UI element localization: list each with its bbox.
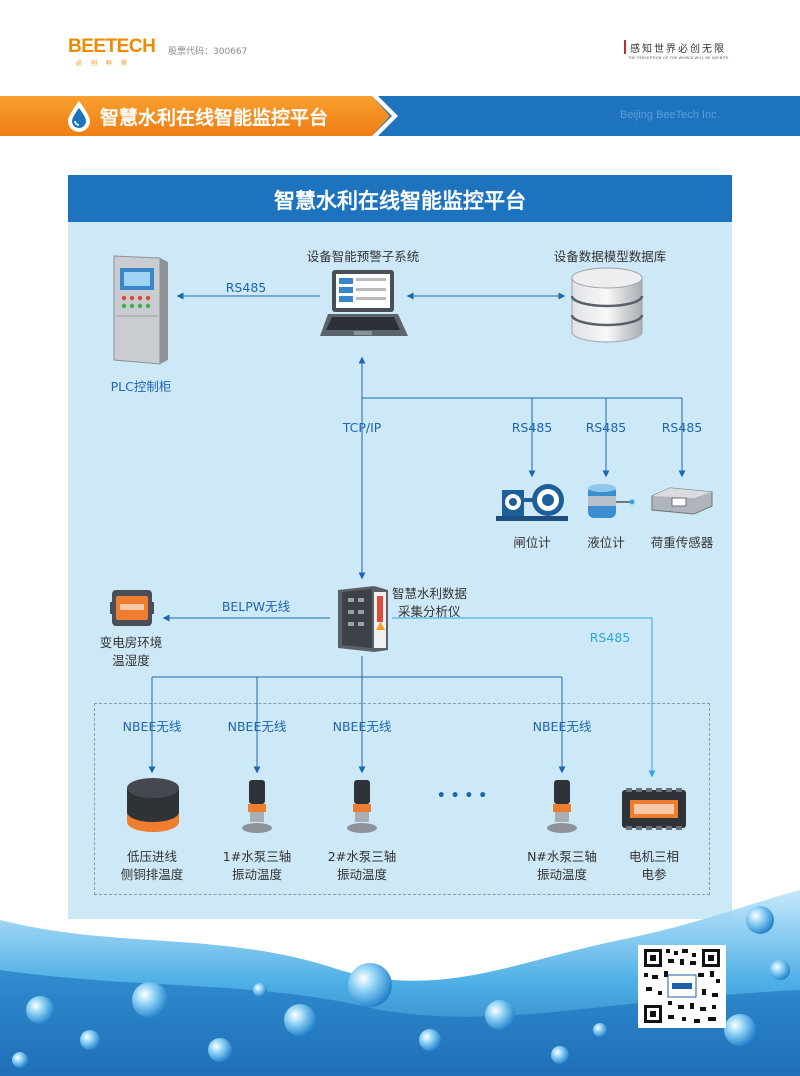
busbar-temperature-sensor-icon bbox=[127, 778, 179, 832]
tcpip-label: TCP/IP bbox=[342, 420, 382, 435]
motor-label-line1: 电机三相 bbox=[628, 849, 679, 864]
motor-label-line2: 电参 bbox=[641, 867, 667, 882]
analyzer-label-line2: 采集分析仪 bbox=[398, 604, 461, 619]
banner-orange-bar bbox=[0, 96, 390, 136]
substation-label-line2: 温湿度 bbox=[112, 653, 150, 668]
company-logo: BEETECH bbox=[68, 36, 156, 58]
water-splash-decoration bbox=[0, 890, 800, 1076]
plc-cabinet-icon bbox=[113, 255, 168, 365]
rs485-gate-label: RS485 bbox=[511, 420, 553, 435]
banner-title: 智慧水利在线智能监控平台 bbox=[100, 107, 329, 129]
logo-text: BEETECH bbox=[68, 36, 156, 57]
analyzer-label-line1: 智慧水利数据 bbox=[392, 586, 468, 601]
load-sensor-icon bbox=[651, 487, 713, 515]
rs485-motor-label: RS485 bbox=[589, 630, 631, 645]
rs485-plc-label: RS485 bbox=[225, 280, 267, 295]
banner-blue-bar bbox=[372, 96, 800, 136]
belpw-label: BELPW无线 bbox=[221, 599, 291, 614]
level-meter-icon bbox=[588, 484, 635, 518]
substation-label-line1: 变电房环境 bbox=[99, 635, 163, 650]
pump2-label-line1: 2#水泵三轴 bbox=[327, 849, 397, 864]
lv-label-line2: 侧铜排温度 bbox=[120, 867, 184, 882]
nbee-label-2: NBEE无线 bbox=[227, 719, 287, 734]
sensor-group-box bbox=[94, 703, 710, 895]
link-rs485-motor bbox=[392, 617, 656, 778]
logo-subtitle: 必创科技 bbox=[76, 60, 137, 67]
vibration-sensor-icon-n bbox=[547, 780, 577, 833]
rs485-level-label: RS485 bbox=[585, 420, 627, 435]
slogan: 感知世界必创无限 bbox=[630, 44, 726, 55]
gate-meter-label: 闸位计 bbox=[513, 535, 551, 550]
vibration-sensor-icon-2 bbox=[347, 780, 377, 833]
slogan-english: THE PERCEPTION OF THE WORLD WILL BE INFI… bbox=[628, 56, 729, 60]
analyzer-icon bbox=[338, 586, 388, 652]
qr-code-icon bbox=[644, 949, 720, 1023]
database-icon bbox=[570, 267, 644, 343]
pump1-label-line2: 振动温度 bbox=[231, 867, 282, 882]
rs485-load-label: RS485 bbox=[661, 420, 703, 435]
slogan-frame bbox=[624, 40, 736, 54]
stock-code: 股票代码：300667 bbox=[168, 47, 248, 57]
gate-meter-icon bbox=[496, 484, 568, 521]
more-sensors-ellipsis: • • • • bbox=[436, 788, 488, 804]
diagram-title: 智慧水利在线智能监控平台 bbox=[274, 189, 526, 213]
diagram-header bbox=[68, 175, 732, 222]
nbee-label-1: NBEE无线 bbox=[122, 719, 182, 734]
pump1-label-line1: 1#水泵三轴 bbox=[222, 849, 292, 864]
lv-label-line1: 低压进线 bbox=[126, 849, 177, 864]
temperature-humidity-sensor-icon bbox=[110, 590, 154, 626]
load-sensor-label: 荷重传感器 bbox=[650, 535, 714, 550]
vibration-sensor-icon-1 bbox=[242, 780, 272, 833]
pump2-label-line2: 振动温度 bbox=[336, 867, 387, 882]
company-english-name: Beijing BeeTech Inc. bbox=[620, 109, 720, 121]
nbee-label-3: NBEE无线 bbox=[332, 719, 392, 734]
nbee-label-4: NBEE无线 bbox=[532, 719, 592, 734]
pumpn-label-line1: N#水泵三轴 bbox=[527, 849, 597, 864]
database-label: 设备数据模型数据库 bbox=[553, 249, 667, 264]
power-meter-icon bbox=[622, 788, 686, 830]
level-meter-label: 液位计 bbox=[587, 535, 625, 550]
laptop-icon bbox=[320, 270, 408, 336]
water-drop-icon bbox=[68, 101, 90, 132]
pumpn-label-line2: 振动温度 bbox=[536, 867, 587, 882]
warning-system-label: 设备智能预警子系统 bbox=[306, 249, 420, 264]
plc-label: PLC控制柜 bbox=[110, 379, 172, 394]
qr-code bbox=[638, 945, 726, 1028]
